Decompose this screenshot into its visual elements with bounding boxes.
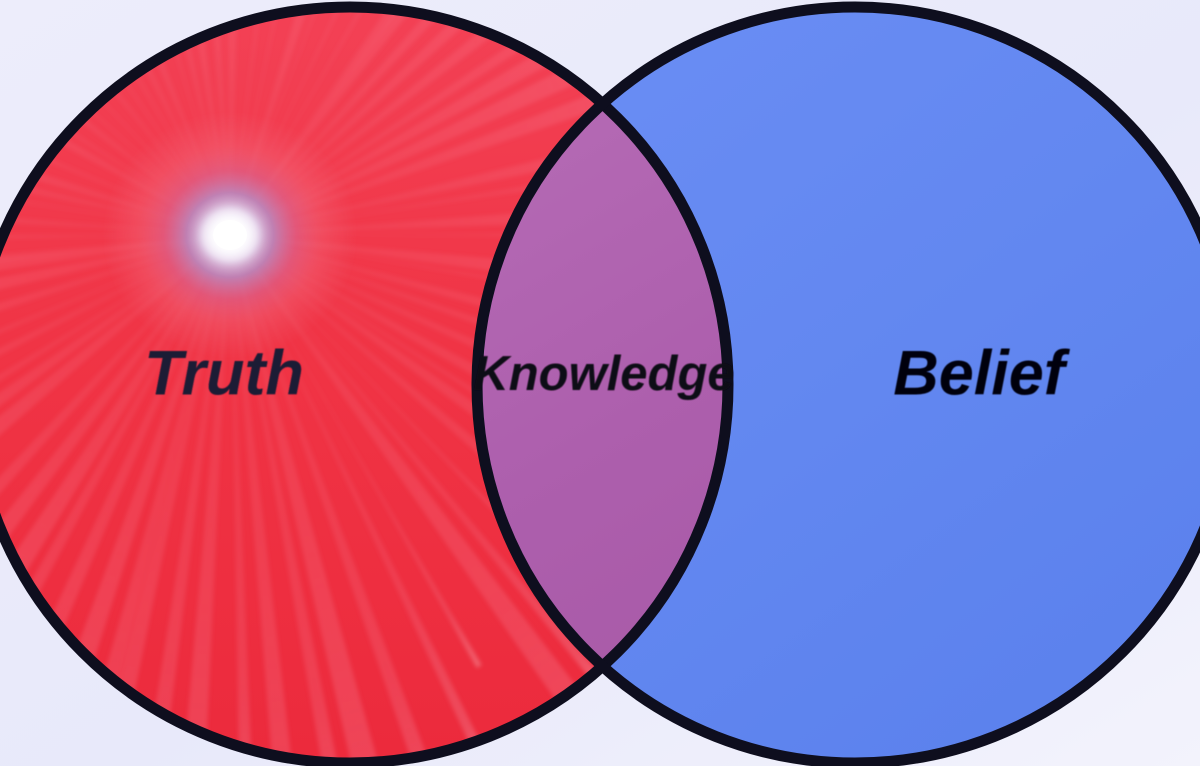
starburst-ray xyxy=(230,7,346,235)
starburst-ray xyxy=(0,235,230,604)
starburst-ray xyxy=(230,7,728,235)
starburst-ray xyxy=(0,233,230,247)
starburst-ray xyxy=(0,234,230,763)
starburst-ray xyxy=(229,235,260,763)
starburst-ray xyxy=(0,235,230,763)
belief-circle-outline xyxy=(471,1,1200,766)
starburst-ray xyxy=(0,235,230,763)
knowledge-intersection-group[interactable] xyxy=(477,7,1200,763)
starburst-ray xyxy=(0,7,230,235)
starburst-ray xyxy=(230,7,509,235)
starburst-ray xyxy=(0,146,230,235)
starburst-ray xyxy=(0,235,230,763)
starburst-ray xyxy=(0,7,230,235)
starburst-ray xyxy=(0,235,230,334)
truth-circle-outline xyxy=(0,1,734,766)
starburst-ray xyxy=(230,235,728,763)
starburst-ray xyxy=(230,235,533,763)
starburst-ray xyxy=(0,7,230,235)
starburst-ray xyxy=(230,7,313,235)
starburst-ray xyxy=(230,7,728,235)
starburst-ray xyxy=(230,7,728,235)
starburst-ray xyxy=(230,7,473,235)
starburst-ray xyxy=(230,7,728,235)
label-belief: Belief xyxy=(893,339,1071,409)
starburst-ray xyxy=(0,7,230,235)
starburst-ray xyxy=(0,7,230,235)
knowledge-lens-fill xyxy=(477,7,728,763)
starburst-ray xyxy=(230,235,339,763)
starburst-ray xyxy=(0,173,230,235)
starburst-ray xyxy=(0,235,230,513)
starburst-ray xyxy=(230,7,413,235)
starburst-ray xyxy=(229,234,511,763)
starburst-ray xyxy=(230,7,728,235)
starburst-core-hot xyxy=(213,220,247,250)
starburst-ray xyxy=(230,234,627,714)
starburst-ray xyxy=(0,235,230,484)
starburst-ray xyxy=(230,235,387,763)
starburst-ray xyxy=(0,235,230,763)
starburst-ray xyxy=(61,7,230,235)
starburst-ray xyxy=(93,235,230,763)
starburst-ray xyxy=(230,234,505,763)
starburst-ray xyxy=(0,234,230,763)
starburst-ray xyxy=(230,7,728,235)
starburst-ray xyxy=(0,235,230,596)
starburst-ray xyxy=(230,235,482,668)
starburst-ray xyxy=(230,7,728,235)
label-truth: Truth xyxy=(144,339,304,409)
starburst-ray xyxy=(230,7,728,235)
label-knowledge: Knowledge xyxy=(473,347,734,401)
